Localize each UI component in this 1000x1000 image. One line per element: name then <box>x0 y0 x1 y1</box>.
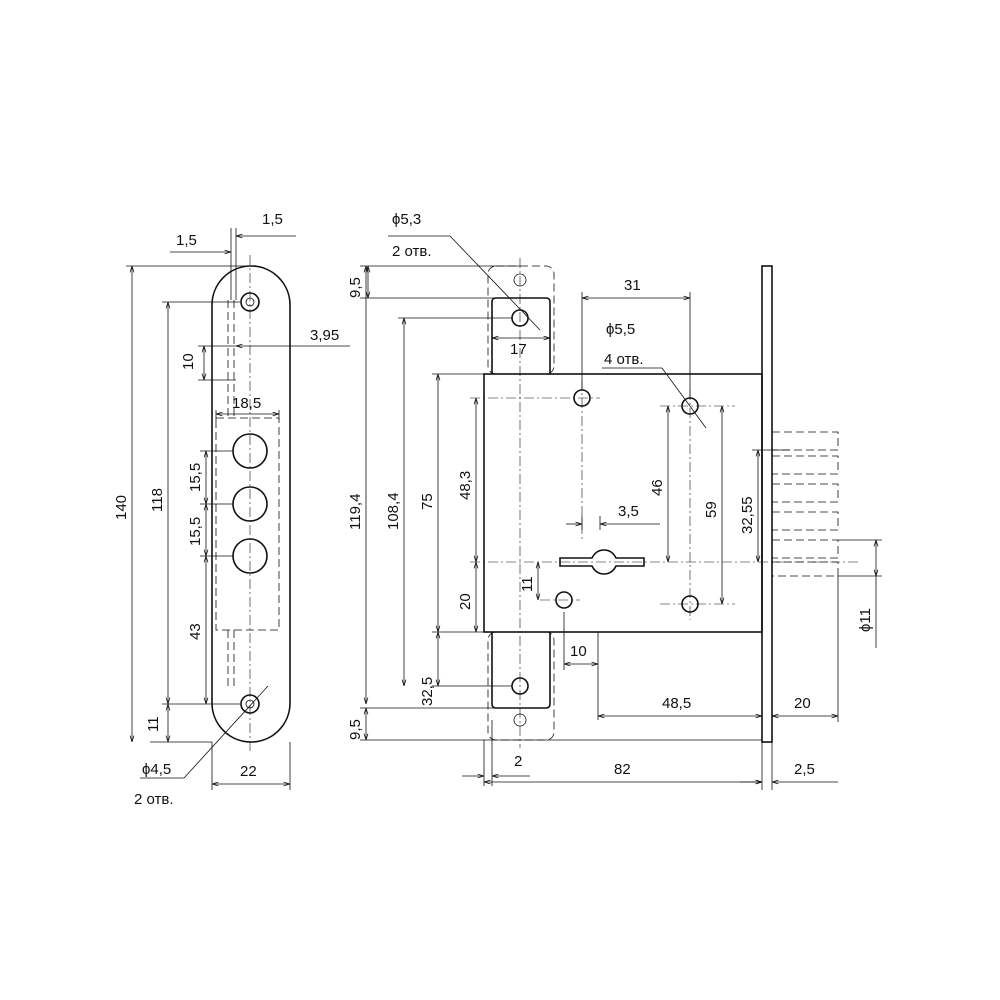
dim-top-hole-dia: ϕ5,3 <box>392 211 421 228</box>
faceplate-hidden-body <box>215 417 280 631</box>
dim-118: 118 <box>149 488 166 512</box>
dim-48-3: 48,3 <box>457 471 474 500</box>
dim-75: 75 <box>419 493 436 510</box>
dim-1-5-left: 1,5 <box>176 232 197 249</box>
dim-hole-count-faceplate: 2 отв. <box>134 791 174 808</box>
lockbody-view: ϕ5,3 2 отв. 9,5 17 31 ϕ5,5 4 отв. 119,4 … <box>347 211 882 790</box>
dim-11-faceplate: 11 <box>145 716 162 732</box>
dim-20-left: 20 <box>457 593 474 610</box>
dim-22: 22 <box>240 763 257 780</box>
keyhole <box>559 549 645 575</box>
dim-48-5: 48,5 <box>662 695 691 712</box>
dim-59: 59 <box>703 501 720 518</box>
dim-3-5: 3,5 <box>618 503 639 520</box>
dim-2-5: 2,5 <box>794 761 815 778</box>
dim-31: 31 <box>624 277 641 294</box>
dim-20-right: 20 <box>794 695 811 712</box>
dim-9-5-top: 9,5 <box>347 277 364 298</box>
dim-mount-hole-dia: ϕ5,5 <box>606 321 635 338</box>
dim-top-hole-count: 2 отв. <box>392 243 432 260</box>
dim-1-5-right: 1,5 <box>262 211 283 228</box>
dim-11-lockbody: 11 <box>519 576 536 592</box>
dim-11-dia: ϕ11 <box>857 608 874 632</box>
dim-9-5-bottom: 9,5 <box>347 719 364 740</box>
bolts-hidden <box>771 431 839 577</box>
dim-140: 140 <box>113 495 130 520</box>
dim-18-5: 18,5 <box>232 395 261 412</box>
dim-3-95: 3,95 <box>310 327 339 344</box>
dim-82: 82 <box>614 761 631 778</box>
dim-mount-hole-count: 4 отв. <box>604 351 644 368</box>
dim-32-55: 32,55 <box>739 496 756 534</box>
dim-119-4: 119,4 <box>347 494 364 530</box>
dim-108-4: 108,4 <box>385 492 402 530</box>
dim-10-faceplate: 10 <box>180 353 197 370</box>
dim-15-5-a: 15,5 <box>187 463 204 492</box>
dim-15-5-b: 15,5 <box>187 517 204 546</box>
dim-2: 2 <box>514 753 522 770</box>
faceplate-view: 1,5 1,5 3,95 10 18,5 15,5 15,5 43 11 1 <box>113 211 350 808</box>
lockbody-front-plate <box>761 265 773 743</box>
dim-17: 17 <box>510 341 527 358</box>
dim-10-lockbody: 10 <box>570 643 587 660</box>
dim-32-5: 32,5 <box>419 677 436 706</box>
dim-hole-dia-faceplate: ϕ4,5 <box>142 761 171 778</box>
lockbody-bottom-tab <box>491 632 551 709</box>
dim-46: 46 <box>649 479 666 496</box>
lockbody-top-tab <box>491 297 551 374</box>
dim-43: 43 <box>187 623 204 640</box>
